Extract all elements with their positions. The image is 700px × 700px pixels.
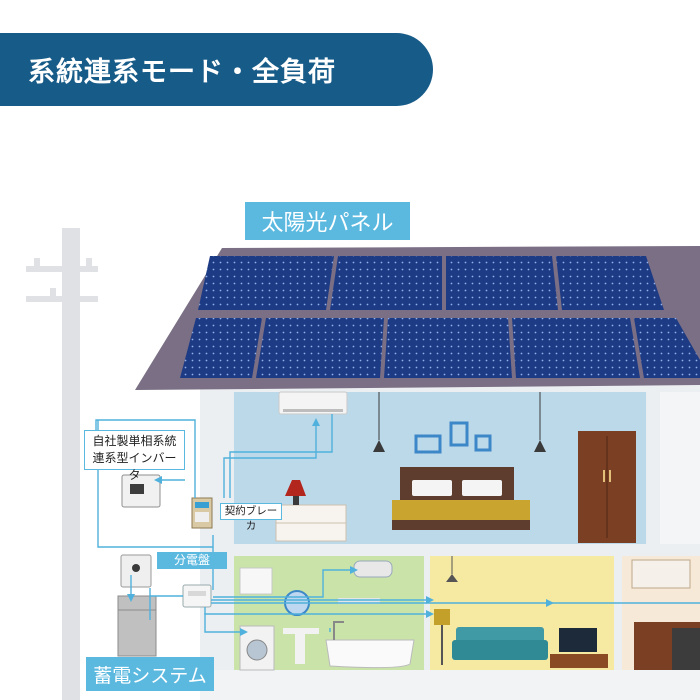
kitchen-items	[631, 559, 700, 670]
wardrobe-icon	[578, 431, 636, 543]
breaker-icon	[191, 497, 213, 529]
sofa-icon	[452, 627, 548, 660]
pendant-lamp-icon	[373, 392, 546, 452]
utility-pole-icon	[26, 228, 98, 700]
nightstand-icon	[275, 480, 347, 542]
tv-icon	[550, 628, 608, 668]
inverter-label-line1: 自社製単相系統	[92, 434, 177, 448]
flow-arrows	[127, 418, 554, 636]
inverter-icon	[121, 474, 161, 508]
breaker-label: 契約ブレーカ	[220, 503, 282, 532]
inverter-label: 自社製単相系統 連系型インバータ	[84, 430, 185, 482]
distribution-board-label: 分電盤	[157, 552, 227, 569]
mode-title-bar: 系統連系モード・全負荷	[0, 33, 433, 106]
inverter-label-line2: 連系型インバータ	[92, 451, 177, 482]
solar-panel-icon	[135, 246, 700, 390]
wall-frames	[414, 421, 492, 454]
battery-system-label: 蓄電システム	[86, 657, 214, 691]
power-flow-lines	[95, 414, 700, 633]
page-title: 系統連系モード・全負荷	[28, 57, 336, 88]
distribution-board-icon	[182, 584, 212, 608]
living-room-items	[434, 556, 608, 668]
bathtub-icon	[325, 639, 415, 669]
bed-icon	[392, 467, 530, 530]
air-conditioner-icon	[278, 391, 348, 415]
solar-panel-label: 太陽光パネル	[245, 202, 410, 240]
